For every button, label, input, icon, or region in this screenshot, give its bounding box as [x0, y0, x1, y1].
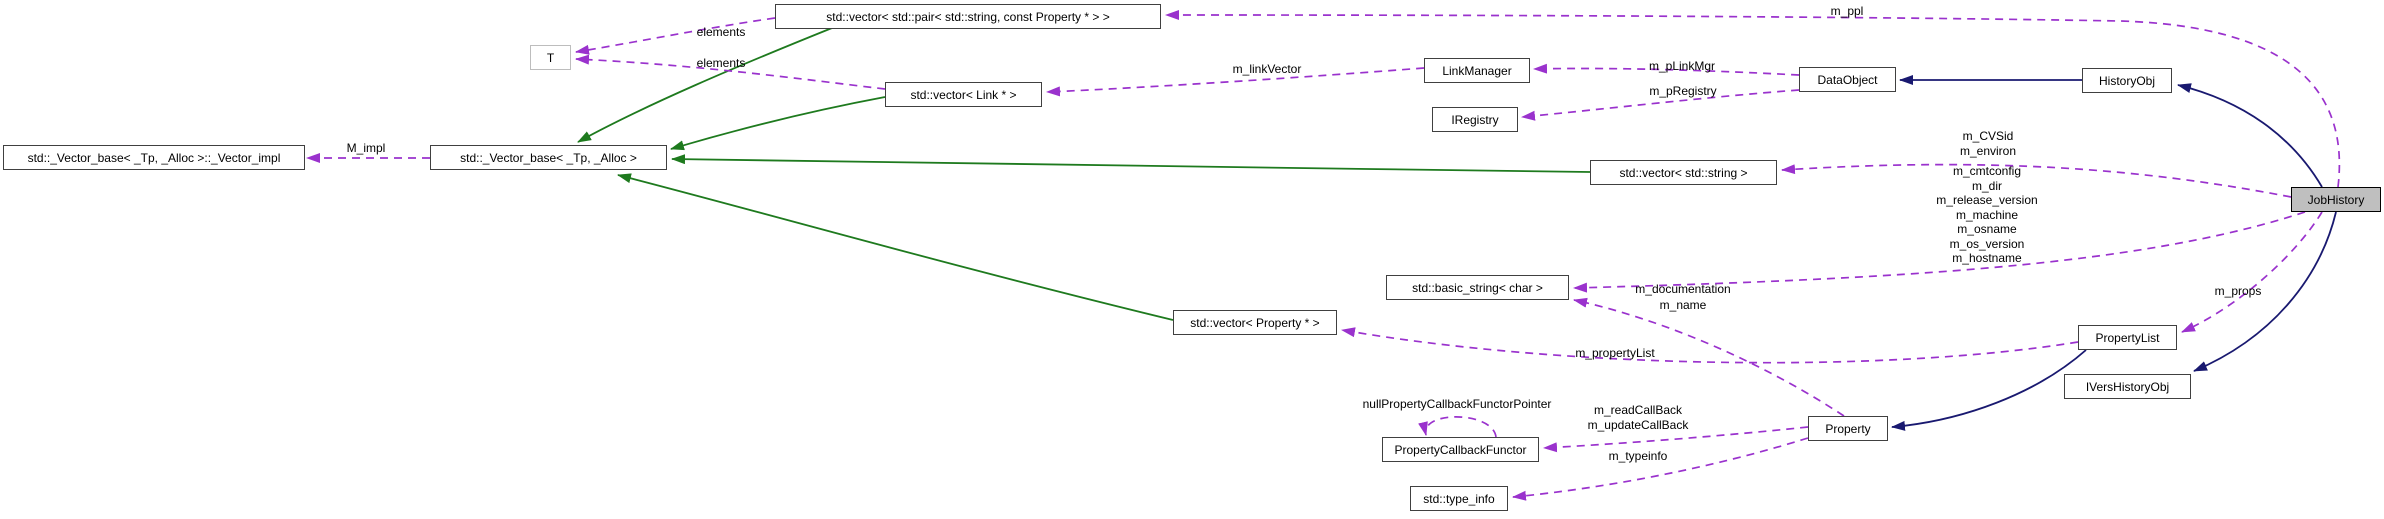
inherit-jobhistory-to-ivershistoryobj	[2193, 211, 2337, 372]
node-historyobj[interactable]: HistoryObj	[2082, 68, 2172, 93]
inherit-vector-pair-to-vector-base	[577, 27, 833, 143]
edge-label-elements-top: elements	[696, 25, 746, 39]
node-std-vector-string: std::vector< std::string >	[1590, 160, 1777, 185]
edge-label-elements-bottom: elements	[696, 56, 746, 70]
edge-label-property-string-members: m_documentation m_name	[1635, 282, 1731, 312]
edge-property-to-basic-string	[1573, 297, 1845, 417]
edge-label-m-plinkmgr: m_pLinkMgr	[1648, 59, 1716, 73]
node-linkmanager[interactable]: LinkManager	[1424, 58, 1530, 83]
node-std-vector-base: std::_Vector_base< _Tp, _Alloc >	[430, 145, 667, 170]
edge-label-m-propertylist: m_propertyList	[1575, 346, 1655, 360]
node-propertycallbackfunctor[interactable]: PropertyCallbackFunctor	[1382, 437, 1539, 462]
edge-m-pregistry	[1521, 89, 1800, 121]
node-jobhistory-current[interactable]: JobHistory	[2291, 187, 2381, 212]
edge-label-m-pregistry: m_pRegistry	[1649, 84, 1717, 98]
inherit-vector-string-to-vector-base	[671, 154, 1591, 173]
edge-jobhistory-to-vector-string	[1781, 163, 2292, 198]
edge-label-m-props: m_props	[2214, 284, 2262, 298]
edge-label-m-ppl: m_ppl	[1830, 4, 1864, 18]
edge-elements-top	[575, 17, 776, 55]
edge-label-null-functor-pointer: nullPropertyCallbackFunctorPointer	[1362, 397, 1552, 411]
edge-m-plinkmgr	[1533, 63, 1800, 76]
node-ivershistoryobj[interactable]: IVersHistoryObj	[2064, 374, 2191, 399]
node-property[interactable]: Property	[1808, 416, 1888, 441]
node-iregistry[interactable]: IRegistry	[1432, 107, 1518, 132]
node-std-type-info: std::type_info	[1410, 486, 1508, 511]
edge-elements-bottom	[575, 54, 886, 90]
edge-m-linkvector	[1046, 67, 1425, 97]
edge-property-callbacks	[1543, 426, 1809, 453]
node-std-vector-pair-string-property: std::vector< std::pair< std::string, con…	[775, 4, 1161, 29]
node-propertylist[interactable]: PropertyList	[2078, 325, 2177, 350]
inherit-vector-property-to-vector-base	[617, 173, 1174, 321]
edge-null-functor-self-loop	[1418, 416, 1497, 438]
inherit-vector-link-to-vector-base	[670, 96, 886, 151]
edge-label-jobhistory-members-lower: m_cmtconfig m_dir m_release_version m_ma…	[1936, 164, 2038, 265]
inherit-jobhistory-to-historyobj	[2177, 83, 2323, 188]
edge-m-props	[2181, 211, 2323, 333]
node-std-basic-string-char: std::basic_string< char >	[1386, 275, 1569, 300]
edge-label-property-callbacks: m_readCallBack m_updateCallBack	[1587, 403, 1689, 432]
edge-m-typeinfo	[1512, 437, 1809, 501]
edge-label-m-impl: M_impl	[346, 141, 386, 155]
edge-label-m-typeinfo: m_typeinfo	[1608, 449, 1668, 463]
node-std-vector-link: std::vector< Link * >	[885, 82, 1042, 107]
edge-jobhistory-to-basic-string	[1573, 211, 2306, 293]
node-std-vector-base-vector-impl: std::_Vector_base< _Tp, _Alloc >::_Vecto…	[3, 145, 305, 170]
edge-label-m-linkvector: m_linkVector	[1232, 62, 1302, 76]
edge-m-propertylist	[1341, 327, 2079, 364]
inherit-propertylist-to-property	[1891, 349, 2087, 431]
edge-label-jobhistory-members-upper: m_CVSid m_environ	[1959, 129, 2017, 158]
edge-m-ppl	[1165, 10, 2341, 188]
node-std-vector-property: std::vector< Property * >	[1173, 310, 1337, 335]
node-template-param-t: T	[530, 45, 571, 70]
node-dataobject[interactable]: DataObject	[1799, 67, 1896, 92]
